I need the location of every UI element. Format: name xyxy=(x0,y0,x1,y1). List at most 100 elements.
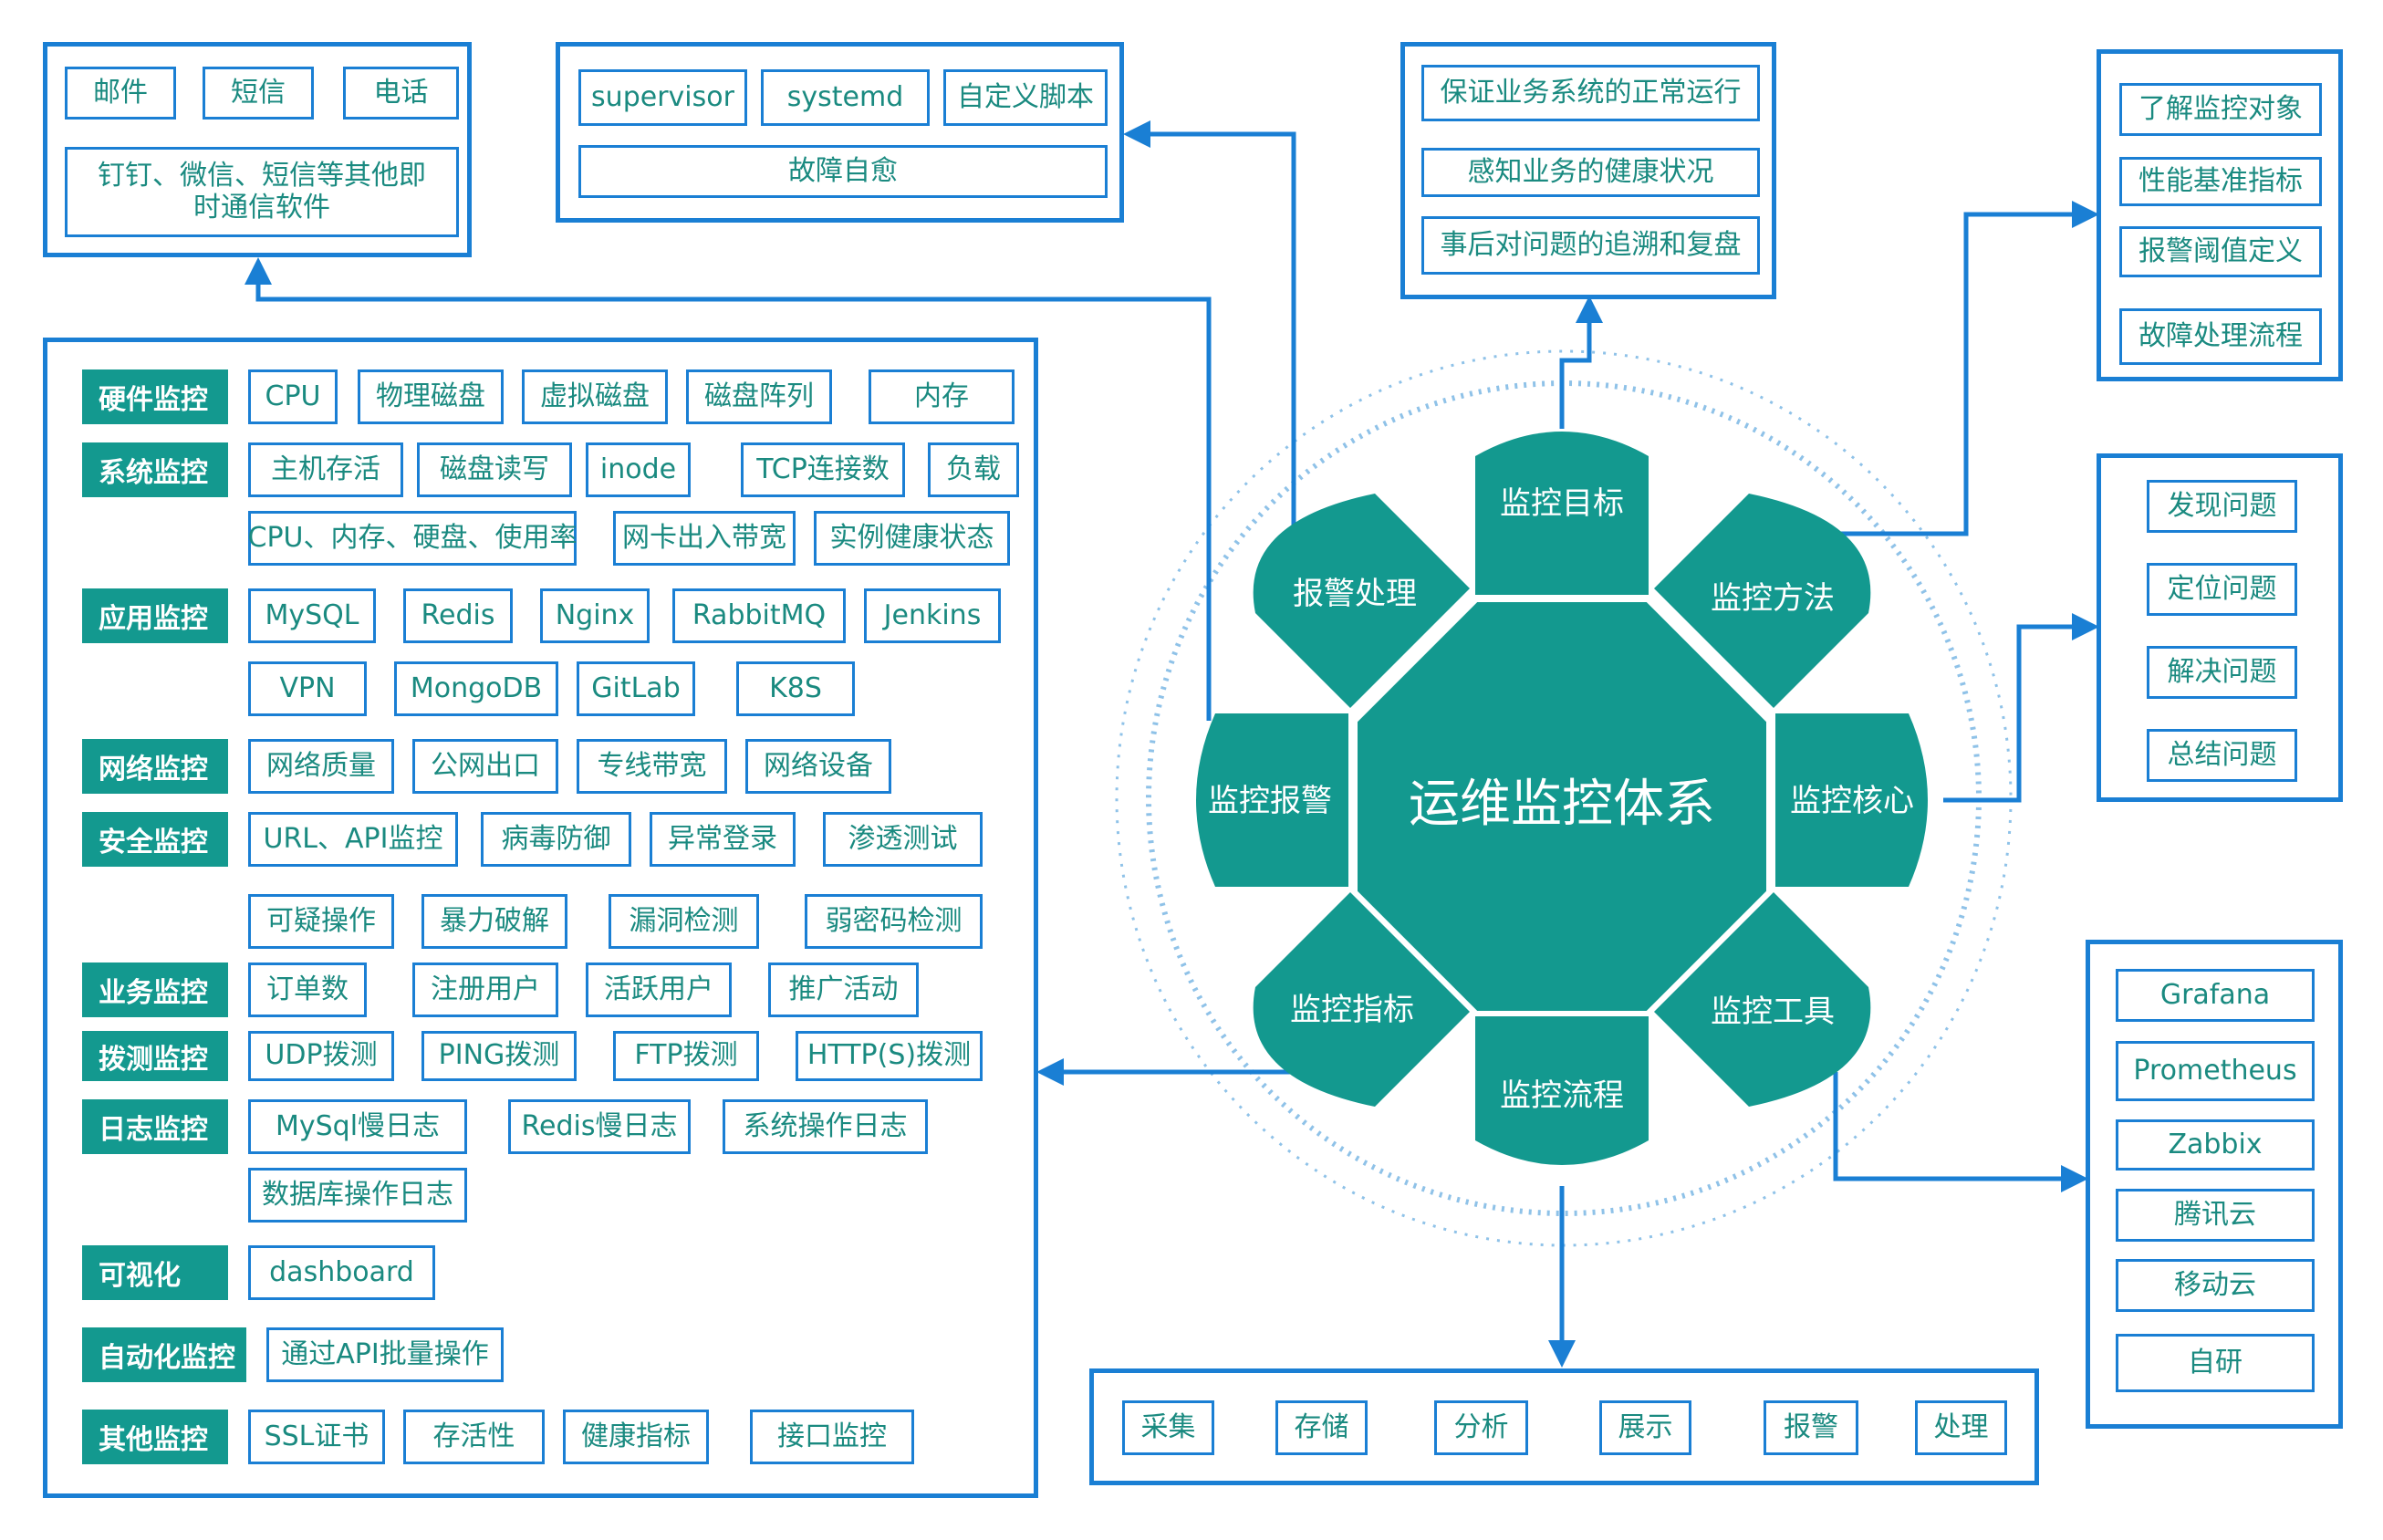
arrow-target-to-goals xyxy=(1559,296,1603,429)
arrow-tools-to-tools xyxy=(1833,1072,2088,1192)
metric-tag: GitLab xyxy=(577,661,695,716)
category-automation: 自动化监控 xyxy=(82,1327,246,1382)
metric-tag: 磁盘读写 xyxy=(417,442,572,497)
method-1: 了解监控对象 xyxy=(2119,83,2322,136)
metric-tag: 渗透测试 xyxy=(823,812,983,867)
arrow-alert-to-channels xyxy=(245,257,1212,721)
arrow-core-to-core xyxy=(1943,613,2099,803)
metric-tag: URL、API监控 xyxy=(248,812,458,867)
metric-tag: 可疑操作 xyxy=(248,894,394,949)
tool-prometheus: Prometheus xyxy=(2116,1041,2315,1101)
metric-tag: 注册用户 xyxy=(412,962,558,1017)
metric-tag: MySql慢日志 xyxy=(248,1099,467,1154)
tool-zabbix: Zabbix xyxy=(2116,1119,2315,1171)
metric-tag: 漏洞检测 xyxy=(609,894,759,949)
segment-bottom-right-label: 监控工具 xyxy=(1711,994,1835,1030)
metric-tag: CPU、内存、硬盘、使用率 xyxy=(248,511,578,566)
metric-tag: 网卡出入带宽 xyxy=(613,511,796,566)
segment-top-label: 监控目标 xyxy=(1500,485,1624,522)
metric-tag: 病毒防御 xyxy=(481,812,631,867)
metric-tag: inode xyxy=(586,442,691,497)
goal-3: 事后对问题的追溯和复盘 xyxy=(1421,216,1760,275)
metric-tag: FTP拨测 xyxy=(613,1031,759,1081)
metric-tag: 磁盘阵列 xyxy=(686,369,832,424)
segment-top-petal xyxy=(1475,432,1649,595)
segment-top-left-label: 报警处理 xyxy=(1293,576,1417,612)
core-4: 总结问题 xyxy=(2147,729,2297,782)
segment-top-right-petal xyxy=(1654,494,1871,708)
metric-tag: 内存 xyxy=(869,369,1015,424)
arrow-metric-to-metrics xyxy=(1036,1058,1298,1086)
process-step-alert: 报警 xyxy=(1764,1400,1858,1455)
self-heal-panel: supervisor systemd 自定义脚本 故障自愈 xyxy=(556,42,1124,223)
channel-phone: 电话 xyxy=(343,67,459,120)
methods-panel: 了解监控对象 性能基准指标 报警阈值定义 故障处理流程 xyxy=(2097,49,2343,381)
category-log: 日志监控 xyxy=(82,1099,228,1154)
metric-tag: 网络设备 xyxy=(745,739,891,794)
metric-tag: RabbitMQ xyxy=(672,588,846,643)
segment-right-petal xyxy=(1775,713,1928,887)
metric-tag: 推广活动 xyxy=(768,962,919,1017)
core-panel: 发现问题 定位问题 解决问题 总结问题 xyxy=(2097,453,2343,802)
metric-tag: Jenkins xyxy=(864,588,1001,643)
metric-tag: 接口监控 xyxy=(750,1410,914,1464)
arrow-handle-to-selfheal xyxy=(1123,120,1296,534)
tool-grafana: Grafana xyxy=(2116,969,2315,1022)
metric-tag: 物理磁盘 xyxy=(358,369,504,424)
metric-tag: 负载 xyxy=(928,442,1019,497)
process-step-handle: 处理 xyxy=(1915,1400,2007,1455)
metric-tag: VPN xyxy=(248,661,367,716)
category-system: 系统监控 xyxy=(82,442,228,497)
metric-tag: MySQL xyxy=(248,588,376,643)
segment-left-label: 监控报警 xyxy=(1208,783,1332,819)
alert-channels-panel: 邮件 短信 电话 钉钉、微信、短信等其他即时通信软件 xyxy=(43,42,472,257)
segment-left-petal xyxy=(1196,713,1348,887)
metric-tag: MongoDB xyxy=(394,661,558,716)
metric-tag: 专线带宽 xyxy=(577,739,727,794)
metric-tag: 弱密码检测 xyxy=(805,894,983,949)
channel-im: 钉钉、微信、短信等其他即时通信软件 xyxy=(65,147,459,237)
channel-email: 邮件 xyxy=(65,67,176,120)
goal-1: 保证业务系统的正常运行 xyxy=(1421,65,1760,121)
metric-tag: 活跃用户 xyxy=(586,962,732,1017)
metric-tag: K8S xyxy=(736,661,855,716)
method-2: 性能基准指标 xyxy=(2119,157,2322,206)
segment-bottom-label: 监控流程 xyxy=(1500,1077,1624,1114)
category-visualization: 可视化 xyxy=(82,1245,228,1300)
metric-tag: 网络质量 xyxy=(248,739,394,794)
method-3: 报警阈值定义 xyxy=(2119,226,2322,277)
metric-tag: 异常登录 xyxy=(650,812,796,867)
category-probe: 拨测监控 xyxy=(82,1031,228,1081)
category-hardware: 硬件监控 xyxy=(82,369,228,424)
metric-tag: PING拨测 xyxy=(421,1031,577,1081)
core-3: 解决问题 xyxy=(2147,646,2297,699)
process-panel: 采集 存储 分析 展示 报警 处理 xyxy=(1089,1368,2039,1485)
metric-tag: HTTP(S)拨测 xyxy=(796,1031,983,1081)
category-business: 业务监控 xyxy=(82,962,228,1017)
metric-tag: dashboard xyxy=(248,1245,435,1300)
metric-tag: 存活性 xyxy=(403,1410,545,1464)
segment-top-left-petal xyxy=(1253,494,1470,708)
metric-tag: CPU xyxy=(248,369,338,424)
arrow-method-to-methods xyxy=(1838,201,2099,536)
metric-tag: Redis慢日志 xyxy=(508,1099,691,1154)
metric-tag: 系统操作日志 xyxy=(723,1099,928,1154)
core-1: 发现问题 xyxy=(2147,480,2297,533)
segment-right-label: 监控核心 xyxy=(1790,783,1914,819)
metric-tag: 主机存活 xyxy=(248,442,403,497)
tool-supervisor: supervisor xyxy=(578,69,747,126)
metric-tag: 通过API批量操作 xyxy=(266,1327,504,1382)
segment-bottom-right-petal xyxy=(1654,892,1871,1107)
metric-tag: Nginx xyxy=(540,588,650,643)
method-4: 故障处理流程 xyxy=(2119,308,2322,365)
segment-bottom-petal xyxy=(1475,1009,1649,1165)
tool-systemd: systemd xyxy=(761,69,930,126)
metric-tag: 虚拟磁盘 xyxy=(522,369,668,424)
tool-self-developed: 自研 xyxy=(2116,1334,2315,1392)
tools-panel: Grafana Prometheus Zabbix 腾讯云 移动云 自研 xyxy=(2086,940,2343,1429)
segment-bottom-left-label: 监控指标 xyxy=(1290,992,1414,1028)
center-octagon xyxy=(1352,597,1772,1016)
goals-panel: 保证业务系统的正常运行 感知业务的健康状况 事后对问题的追溯和复盘 xyxy=(1400,42,1776,299)
center-title: 运维监控体系 xyxy=(1409,775,1715,834)
